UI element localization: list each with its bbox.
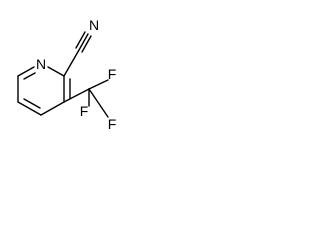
bond-n1-c2: [47, 66, 65, 77]
chemical-structure: N N F F F: [17, 17, 117, 132]
bond-c2-cnitrile: [63, 49, 80, 77]
structure-canvas: N N F F F: [0, 0, 170, 160]
bond-c3-c4: [40, 101, 65, 116]
bond-ccf3-f-bottom: [88, 88, 109, 118]
bond-c6-n1-inner: [23, 72, 36, 80]
bond-c3-ccf3: [63, 88, 90, 103]
bond-nitrile-triple-3: [81, 35, 92, 53]
bond-c6-n1: [17, 66, 35, 77]
ring-nitrogen-label: N: [36, 56, 46, 72]
bond-c4-c5-inner: [23, 98, 41, 109]
nitrile-nitrogen-label: N: [89, 17, 99, 33]
bond-ccf3-f-top: [88, 79, 109, 90]
bond-c4-c5: [17, 101, 42, 116]
fluorine-bottom-label: F: [108, 116, 117, 132]
bond-nitrile-triple-1: [78, 33, 89, 51]
bond-nitrile-triple-2: [75, 31, 86, 49]
fluorine-left-label: F: [80, 103, 89, 119]
fluorine-top-label: F: [108, 66, 117, 82]
